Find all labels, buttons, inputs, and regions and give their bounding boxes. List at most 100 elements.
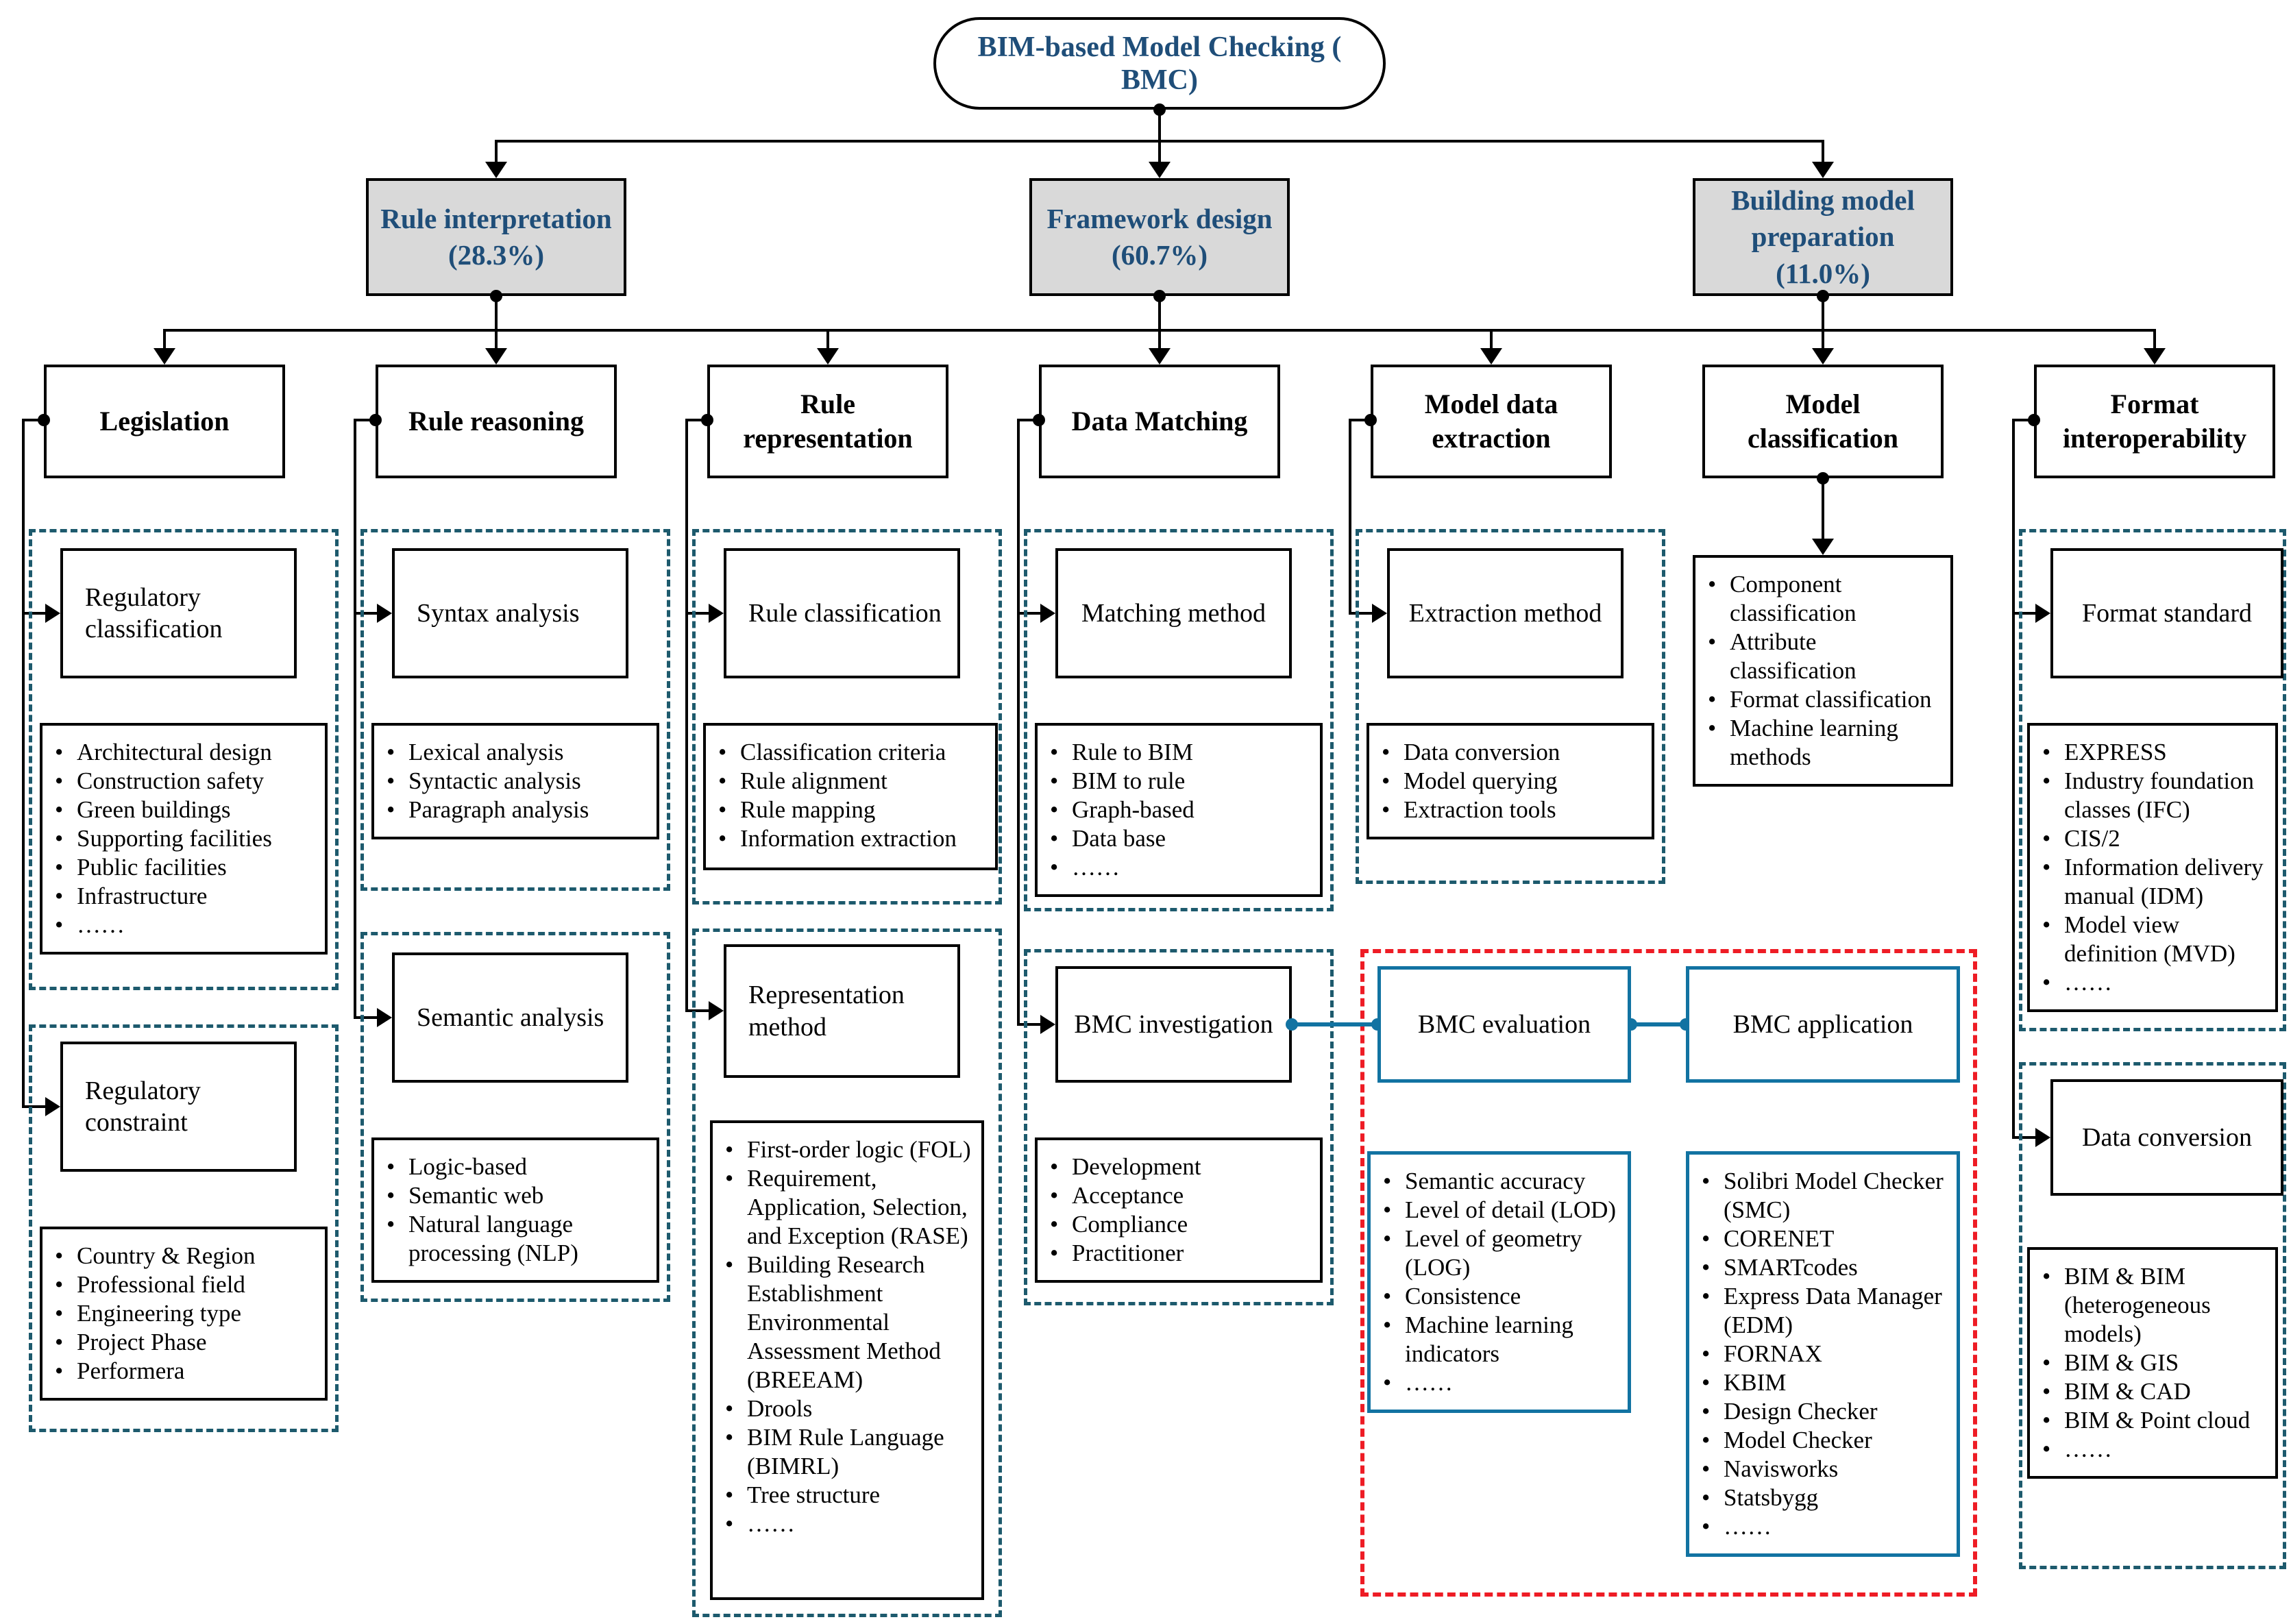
connector-line xyxy=(1017,1023,1040,1026)
bullet-item: •Navisworks xyxy=(1702,1455,1839,1482)
connector-line xyxy=(22,419,25,1108)
connector-line xyxy=(826,329,829,349)
arrowhead xyxy=(817,348,839,365)
bullet-item: •Rule alignment xyxy=(718,767,887,794)
bullet-item: •Attribute classification xyxy=(1708,628,1857,684)
connector-line xyxy=(1822,329,1824,349)
bullet-item: •First-order logic (FOL) xyxy=(725,1136,971,1163)
group-representation-method xyxy=(692,928,1002,1617)
group-bmc-investigation xyxy=(1024,949,1334,1305)
bullet-item: •Logic-based xyxy=(387,1153,527,1180)
bullet-item: •Information delivery manual (IDM) xyxy=(2042,854,2264,909)
connector-line xyxy=(495,295,498,330)
connector-line xyxy=(1822,295,1824,330)
bullet-item: •Level of detail (LOD) xyxy=(1383,1196,1617,1223)
bullet-item: •…… xyxy=(55,911,125,938)
matching-method-box: Matching method xyxy=(1055,548,1292,678)
bullet-item: •Construction safety xyxy=(55,767,265,794)
box-label: Rule classification xyxy=(748,598,942,628)
bullet-item: •Engineering type xyxy=(55,1300,242,1327)
bullet-item: •Design Checker xyxy=(1702,1398,1878,1425)
arrowhead xyxy=(1040,604,1055,623)
branch-share: (11.0%) xyxy=(1776,257,1870,289)
rule-classification-list: •Classification criteria•Rule alignment•… xyxy=(703,723,998,870)
semantic-analysis-list: •Logic-based•Semantic web•Natural langua… xyxy=(371,1137,659,1283)
bullet-item: •Industry foundation classes (IFC) xyxy=(2042,767,2255,823)
extraction-method-list: •Data conversion•Model querying•Extracti… xyxy=(1367,723,1654,839)
arrowhead xyxy=(45,1097,60,1116)
branch-label: Rule interpretation xyxy=(380,202,612,234)
bmc-application-box: BMC application xyxy=(1686,966,1960,1083)
bullet-item: •CIS/2 xyxy=(2042,825,2120,852)
format-standard-box: Format standard xyxy=(2050,548,2283,678)
box-label: BMC investigation xyxy=(1074,1009,1273,1039)
representation-method-list: •First-order logic (FOL)•Requirement, Ap… xyxy=(710,1120,984,1600)
chain-junction-dot xyxy=(1286,1018,1298,1031)
box-label: Semantic analysis xyxy=(417,1002,604,1032)
connector-line xyxy=(2012,419,2035,421)
connector-line xyxy=(2012,612,2035,615)
chain-connector-line xyxy=(1292,1022,1377,1026)
rule-classification-box: Rule classification xyxy=(724,548,960,678)
root-node: BIM-based Model Checking ( BMC) xyxy=(933,17,1386,110)
arrowhead xyxy=(709,604,724,623)
representation-method-box: Representation method xyxy=(724,944,960,1078)
format-standard-list: •EXPRESS•Industry foundation classes (IF… xyxy=(2027,723,2278,1012)
connector-line xyxy=(1017,419,1020,1026)
bullet-item: •Classification criteria xyxy=(718,739,946,765)
bullet-item: •Project Phase xyxy=(55,1329,207,1355)
branch-label: Framework design xyxy=(1046,202,1273,234)
connector-line xyxy=(1822,140,1824,164)
bullet-item: •Compliance xyxy=(1050,1211,1188,1238)
bullet-item: •Express Data Manager (EDM) xyxy=(1702,1283,1942,1338)
connector-line xyxy=(1349,612,1372,615)
box-label: Regulatory constraint xyxy=(85,1076,201,1137)
header-model-classification: Model classification xyxy=(1702,365,1944,478)
matching-method-list: •Rule to BIM•BIM to rule•Graph-based•Dat… xyxy=(1035,723,1323,897)
connector-line xyxy=(495,140,498,164)
bullet-item: •Machine learning methods xyxy=(1708,715,1898,770)
box-label: Representation method xyxy=(748,981,905,1042)
bullet-item: •FORNAX xyxy=(1702,1340,1822,1367)
group-syntax-analysis xyxy=(360,529,670,891)
bullet-item: •CORENET xyxy=(1702,1225,1835,1252)
connector-line xyxy=(1158,295,1161,330)
arrowhead xyxy=(377,604,392,623)
bullet-item: •Building Research Establishment Environ… xyxy=(725,1251,941,1393)
syntax-analysis-list: •Lexical analysis•Syntactic analysis•Par… xyxy=(371,723,659,839)
arrowhead xyxy=(1149,162,1171,178)
connector-line xyxy=(1017,419,1040,421)
bmc-evaluation-application-highlight xyxy=(1360,949,1977,1597)
bullet-item: •Tree structure xyxy=(725,1481,881,1508)
group-matching-method xyxy=(1024,529,1334,911)
bullet-item: •BIM & GIS xyxy=(2042,1349,2179,1376)
connector-line xyxy=(354,1016,377,1019)
regulatory-classification-list: •Architectural design•Construction safet… xyxy=(40,723,328,955)
data-conversion-list: •BIM & BIM (heterogeneous models)•BIM & … xyxy=(2027,1247,2278,1479)
bmc-evaluation-box: BMC evaluation xyxy=(1377,966,1631,1083)
connector-line xyxy=(685,419,688,1012)
connector-line xyxy=(22,612,45,615)
box-label: Data conversion xyxy=(2082,1122,2252,1152)
header-rule-reasoning: Rule reasoning xyxy=(376,365,617,478)
arrowhead xyxy=(1812,539,1834,555)
header-rule-representation: Rule representation xyxy=(707,365,948,478)
bullet-item: •Rule to BIM xyxy=(1050,739,1193,765)
bullet-item: •Rule mapping xyxy=(718,796,876,823)
arrowhead xyxy=(2144,348,2166,365)
connector-line xyxy=(2153,329,2156,349)
bullet-item: •…… xyxy=(2042,1436,2112,1462)
arrowhead xyxy=(45,604,60,623)
connector-line xyxy=(495,329,498,349)
bullet-item: •Acceptance xyxy=(1050,1182,1184,1209)
box-label: Syntax analysis xyxy=(417,598,580,628)
bullet-item: •Drools xyxy=(725,1395,813,1422)
bullet-item: •Machine learning indicators xyxy=(1383,1312,1573,1367)
arrowhead xyxy=(377,1008,392,1027)
bullet-item: •…… xyxy=(1702,1513,1772,1540)
bullet-item: •…… xyxy=(2042,969,2112,996)
bullet-item: •Model Checker xyxy=(1702,1427,1872,1453)
bullet-item: •…… xyxy=(1050,854,1120,881)
connector-line xyxy=(163,329,166,349)
